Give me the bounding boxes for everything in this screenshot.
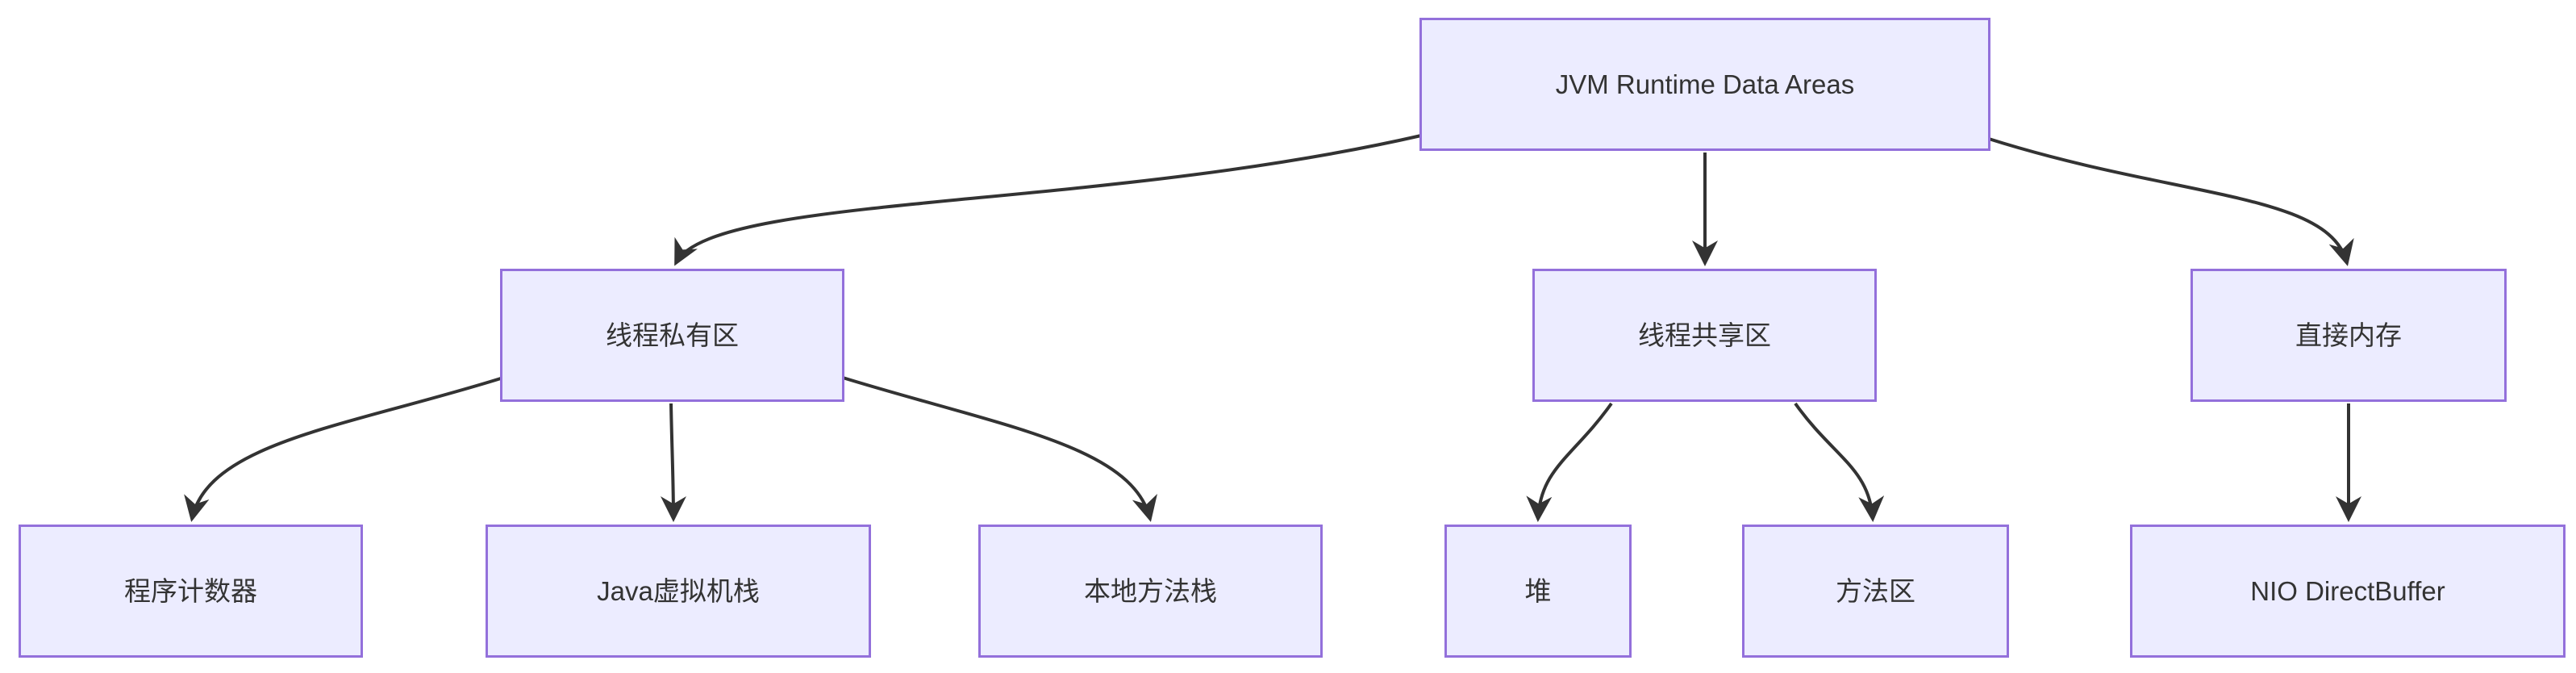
node-jvm-runtime-data-areas: JVM Runtime Data Areas xyxy=(1419,18,1990,151)
node-label: 线程共享区 xyxy=(1638,320,1771,350)
node-label: 本地方法栈 xyxy=(1084,575,1217,606)
edge-thread-private-to-native-method-stack xyxy=(842,376,1157,522)
node-label: 程序计数器 xyxy=(124,575,257,606)
edge-thread-private-to-java-vm-stack xyxy=(660,403,686,522)
node-program-counter: 程序计数器 xyxy=(19,525,363,658)
edge-thread-private-to-program-counter xyxy=(184,376,504,522)
edge-thread-shared-to-heap xyxy=(1526,402,1613,522)
node-label: 线程私有区 xyxy=(606,320,739,350)
node-label: 堆 xyxy=(1524,575,1552,606)
node-thread-private-area: 线程私有区 xyxy=(500,269,844,402)
node-thread-shared-area: 线程共享区 xyxy=(1532,269,1877,402)
node-label: Java虚拟机栈 xyxy=(597,575,760,606)
node-label: 直接内存 xyxy=(2295,320,2402,350)
node-direct-memory: 直接内存 xyxy=(2190,269,2507,402)
node-nio-directbuffer: NIO DirectBuffer xyxy=(2130,525,2566,658)
edge-jvm-to-direct-memory xyxy=(1988,137,2354,266)
node-heap: 堆 xyxy=(1444,525,1632,658)
node-label: NIO DirectBuffer xyxy=(2250,575,2445,606)
edge-jvm-to-thread-private xyxy=(674,134,1422,266)
node-native-method-stack: 本地方法栈 xyxy=(978,525,1323,658)
node-label: 方法区 xyxy=(1836,575,1915,606)
node-method-area: 方法区 xyxy=(1742,525,2009,658)
node-java-vm-stack: Java虚拟机栈 xyxy=(486,525,871,658)
edge-thread-shared-to-method-area xyxy=(1794,402,1885,522)
node-label: JVM Runtime Data Areas xyxy=(1555,69,1855,99)
